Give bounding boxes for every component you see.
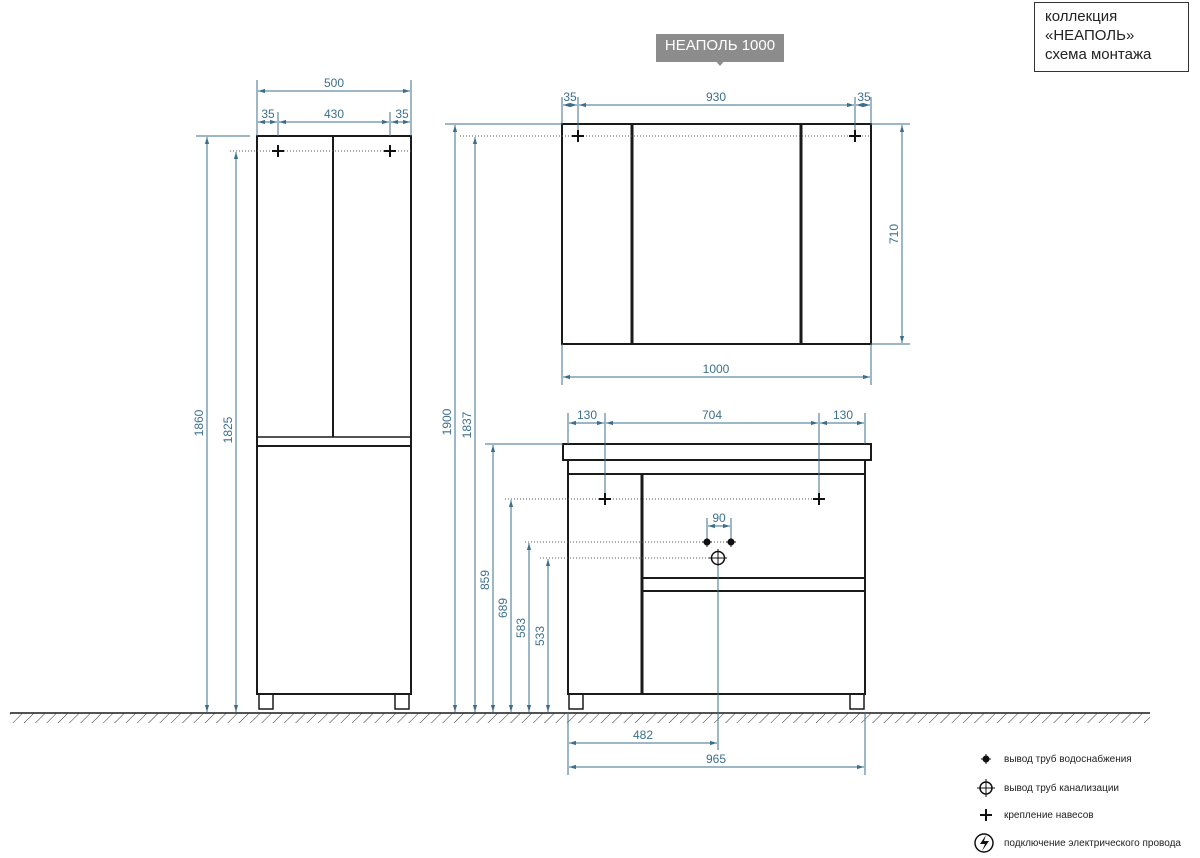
dim-vanity-right: 130 xyxy=(833,408,853,422)
dim-mirror-right-offset: 35 xyxy=(857,90,871,104)
dim-pencil-right-offset: 35 xyxy=(395,107,409,121)
tall-cabinet xyxy=(256,135,412,710)
dim-mirror-mount-height: 1837 xyxy=(460,411,474,438)
tall-cabinet-mount-crosses xyxy=(230,145,411,157)
mount-cross-icon xyxy=(849,130,861,142)
dim-vanity-left: 130 xyxy=(577,408,597,422)
dim-mirror-left-offset: 35 xyxy=(563,90,577,104)
electric-icon xyxy=(974,833,994,853)
floor xyxy=(10,712,1150,723)
mirror-mount-crosses xyxy=(460,130,871,142)
title-line-scheme: схема монтажа xyxy=(1045,46,1152,63)
dim-mirror-height: 710 xyxy=(887,224,901,244)
water-outlet-icon xyxy=(702,537,712,547)
legend: вывод труб водоснабжения вывод труб кана… xyxy=(974,753,1181,853)
dim-mirror-top-height: 1900 xyxy=(440,408,454,435)
water-outlet-icon xyxy=(726,537,736,547)
mount-cross-icon xyxy=(813,493,825,505)
mount-cross-icon xyxy=(572,130,584,142)
vanity-unit xyxy=(562,443,872,710)
dim-vanity-mid: 704 xyxy=(702,408,722,422)
dim-pencil-mount-height: 1825 xyxy=(221,416,235,443)
mirror-cabinet xyxy=(561,123,872,345)
water-outlet-icon xyxy=(981,754,991,764)
dim-pencil-left-offset: 35 xyxy=(261,107,275,121)
legend-water-label: вывод труб водоснабжения xyxy=(1004,753,1132,765)
mount-cross-icon xyxy=(980,809,992,821)
pipe-outlets xyxy=(525,537,736,567)
model-label: НЕАПОЛЬ 1000 xyxy=(656,34,784,62)
dim-pencil-width: 500 xyxy=(324,76,344,90)
title-box: коллекция «НЕАПОЛЬ» схема монтажа xyxy=(1034,2,1189,72)
dim-vanity-width: 965 xyxy=(706,752,726,766)
drain-outlet-icon xyxy=(709,549,727,567)
dim-pencil-height: 1860 xyxy=(192,409,206,436)
legend-electric-label: подключение электрического провода xyxy=(1004,838,1181,849)
legend-mount-label: крепление навесов xyxy=(1004,810,1094,821)
vanity-dimensions xyxy=(485,413,866,775)
dim-vanity-top-height: 859 xyxy=(478,570,492,590)
title-line-name: «НЕАПОЛЬ» xyxy=(1045,27,1135,44)
dim-mirror-inner: 930 xyxy=(706,90,726,104)
dim-mirror-width: 1000 xyxy=(703,362,730,376)
mount-cross-icon xyxy=(272,145,284,157)
dim-drain-height: 533 xyxy=(533,626,547,646)
dim-water-height: 583 xyxy=(514,618,528,638)
dim-water-spacing: 90 xyxy=(712,511,726,525)
dim-drain-offset: 482 xyxy=(633,728,653,742)
title-line-collection: коллекция xyxy=(1045,8,1118,25)
model-label-pointer xyxy=(715,60,725,66)
mirror-dimensions xyxy=(445,97,910,712)
mount-cross-icon xyxy=(599,493,611,505)
vanity-mount-crosses xyxy=(505,493,825,505)
drain-outlet-icon xyxy=(977,779,995,797)
legend-drain-label: вывод труб канализации xyxy=(1004,782,1119,794)
mount-cross-icon xyxy=(384,145,396,157)
tall-cabinet-dimensions xyxy=(196,80,412,712)
dim-pencil-inner: 430 xyxy=(324,107,344,121)
dim-vanity-mount-height: 689 xyxy=(496,598,510,618)
